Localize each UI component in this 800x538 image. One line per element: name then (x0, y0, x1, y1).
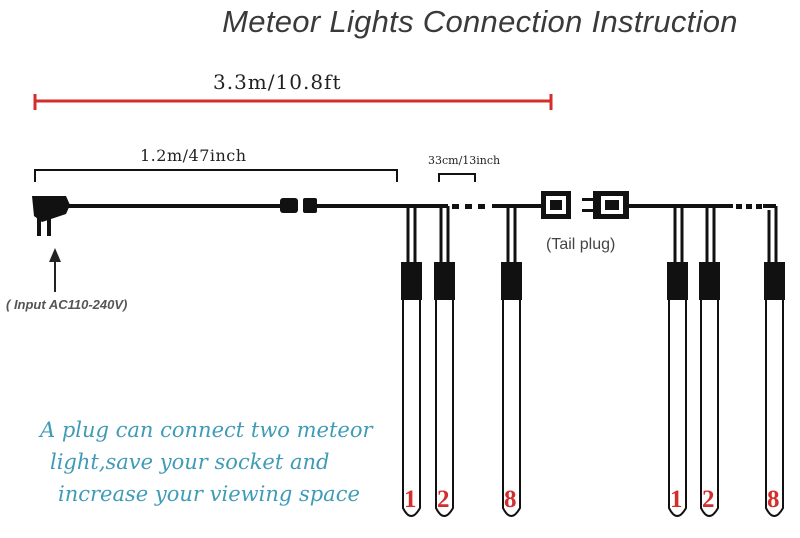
tail-plug (541, 191, 571, 219)
meteor-tube (764, 206, 785, 517)
spacing-bracket (438, 173, 476, 182)
total-length-label: 3.3m/10.8ft (213, 70, 342, 94)
tube-number: 8 (767, 486, 780, 513)
spacing-label: 33cm/13inch (428, 154, 501, 167)
tube-number: 2 (702, 486, 715, 513)
input-plug (582, 191, 629, 219)
lead-length-bracket (34, 169, 398, 182)
power-plug (32, 196, 70, 236)
ellipsis-dots-1 (452, 204, 485, 209)
meteor-tube (699, 204, 720, 517)
lead-length-label: 1.2m/47inch (140, 146, 247, 165)
meteor-tube (500, 204, 522, 517)
meteor-tube (399, 204, 422, 517)
tail-plug-label: (Tail plug) (546, 236, 616, 253)
inline-connector (280, 198, 317, 213)
input-arrow (49, 248, 61, 292)
ellipsis-dots-2 (736, 204, 762, 209)
input-voltage-label: ( Input AC110-240V) (6, 297, 128, 312)
tube-number: 8 (504, 486, 517, 513)
note-line: light,save your socket and (50, 450, 330, 474)
tube-number: 2 (437, 486, 450, 513)
note-line: A plug can connect two meteor (40, 418, 373, 442)
meteor-tube (667, 204, 688, 517)
total-length-bracket (33, 94, 553, 110)
instruction-note: A plug can connect two meteor light,save… (40, 414, 373, 510)
tube-number: 1 (670, 486, 683, 513)
note-line: increase your viewing space (58, 482, 360, 506)
meteor-tube (433, 204, 455, 517)
diagram-title: Meteor Lights Connection Instruction (222, 4, 738, 39)
tube-number: 1 (404, 486, 417, 513)
